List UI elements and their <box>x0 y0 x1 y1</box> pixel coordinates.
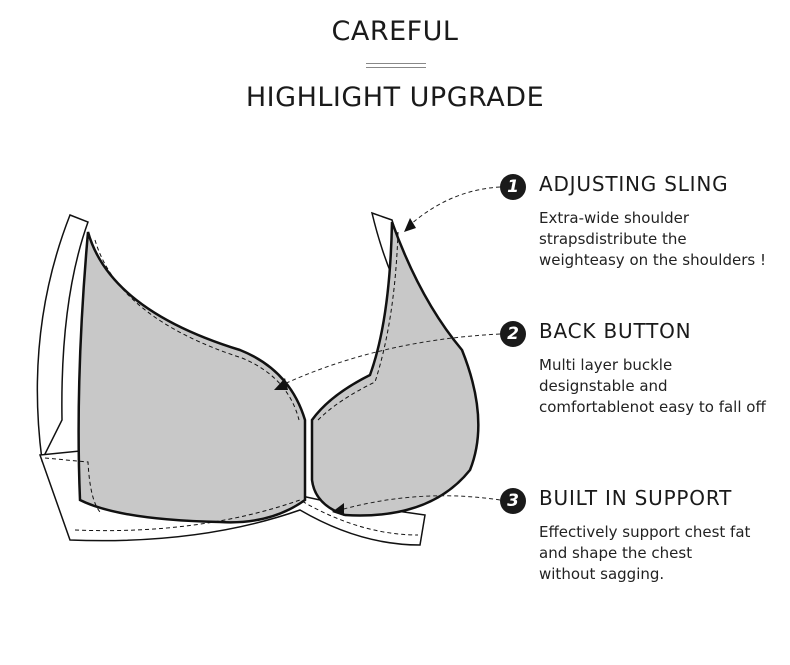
desc-line: comfortablenot easy to fall off <box>539 398 766 416</box>
arrow-3 <box>339 495 501 511</box>
title-careful: CAREFUL <box>331 16 459 47</box>
arrow-2 <box>281 333 501 386</box>
desc-line: designstable and <box>539 377 668 395</box>
title-highlight-upgrade: HIGHLIGHT UPGRADE <box>245 82 545 113</box>
feature-description: Extra-wide shoulder strapsdistribute the… <box>539 208 766 271</box>
desc-line: strapsdistribute the <box>539 230 687 248</box>
title-divider <box>366 63 426 68</box>
desc-line: Multi layer buckle <box>539 356 673 374</box>
feature-title: BUILT IN SUPPORT <box>539 486 733 510</box>
number-badge-icon: 3 <box>500 488 526 514</box>
desc-line: and shape the chest <box>539 544 693 562</box>
number-badge-icon: 1 <box>500 174 526 200</box>
feature-description: Effectively support chest fat and shape … <box>539 522 750 585</box>
feature-title: ADJUSTING SLING <box>539 172 729 196</box>
number-badge-icon: 2 <box>500 321 526 347</box>
desc-line: weighteasy on the shoulders ! <box>539 251 766 269</box>
desc-line: without sagging. <box>539 565 665 583</box>
feature-description: Multi layer buckle designstable and comf… <box>539 355 766 418</box>
arrow-1 <box>409 186 501 226</box>
desc-line: Extra-wide shoulder <box>539 209 690 227</box>
right-cup <box>310 221 480 517</box>
left-cup <box>77 231 307 524</box>
desc-line: Effectively support chest fat <box>539 523 751 541</box>
feature-title: BACK BUTTON <box>539 319 692 343</box>
